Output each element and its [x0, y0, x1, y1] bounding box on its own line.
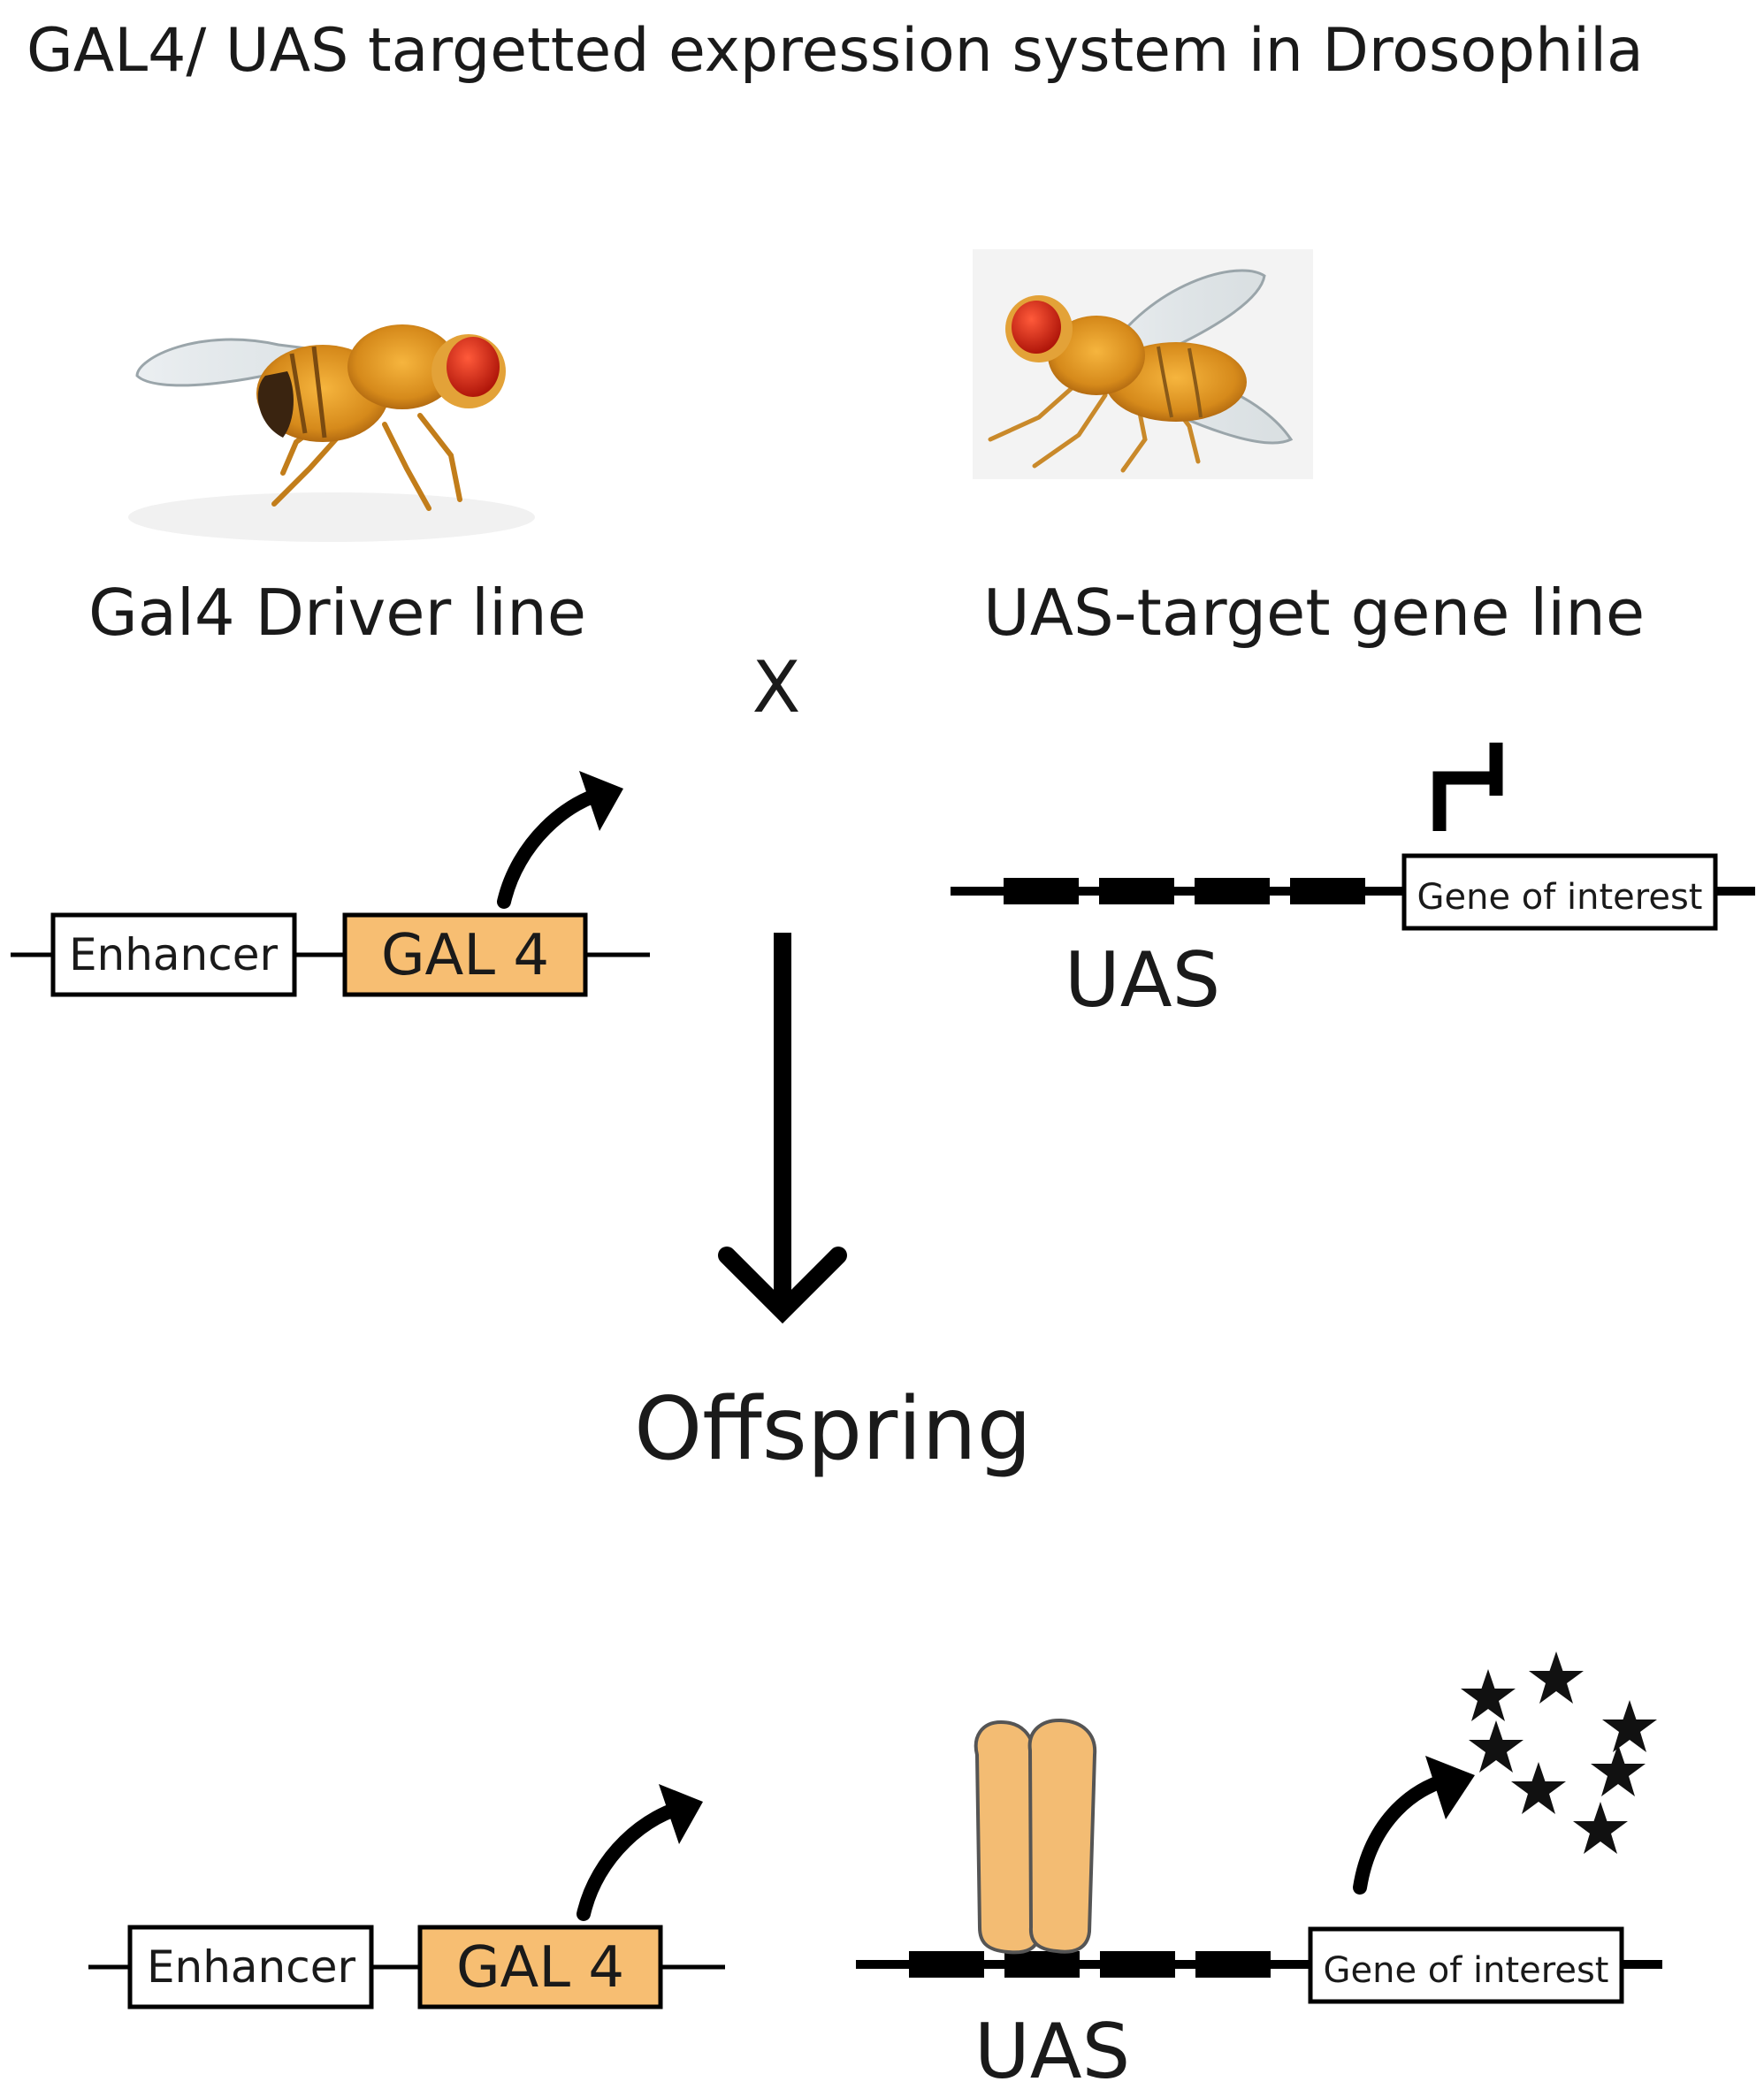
gal4-protein-dimer-icon	[974, 1718, 1097, 1955]
offspring-driver-construct: Enhancer GAL 4	[88, 1784, 725, 2009]
offspring-gal4-box	[417, 1925, 663, 2009]
gene-box	[1401, 853, 1718, 931]
star-icon	[1469, 1720, 1523, 1773]
offspring-enhancer-label: Enhancer	[147, 1941, 356, 1993]
star-icon	[1573, 1802, 1628, 1854]
driver-construct: Enhancer GAL 4	[11, 771, 650, 997]
offspring-gene-box	[1308, 1926, 1624, 2004]
star-icon	[1591, 1744, 1646, 1796]
cross-symbol: X	[752, 646, 801, 728]
expression-products	[1461, 1651, 1657, 1854]
offspring-gal4-label: GAL 4	[456, 1935, 624, 2001]
enhancer-box	[50, 912, 297, 997]
promoter-icon	[1432, 771, 1496, 831]
offspring-uas-label: UAS	[974, 2008, 1130, 2096]
offspring-gene-label: Gene of interest	[1323, 1950, 1608, 1991]
uas-construct: Gene of interest UAS	[951, 743, 1755, 1025]
driver-fly-image	[128, 324, 535, 542]
star-icon	[1461, 1669, 1516, 1721]
gal4-box	[342, 912, 588, 997]
cross-result-arrow-icon	[718, 933, 847, 1324]
driver-line-label: Gal4 Driver line	[88, 576, 586, 650]
enhancer-label: Enhancer	[69, 929, 279, 980]
star-icon	[1602, 1700, 1657, 1752]
star-icon	[1511, 1762, 1566, 1814]
target-line-label: UAS-target gene line	[983, 576, 1645, 650]
star-icon	[1529, 1651, 1584, 1704]
offspring-enhancer-box	[127, 1925, 374, 2009]
gal4-label: GAL 4	[381, 923, 549, 988]
target-fly-image	[973, 249, 1313, 479]
gene-label: Gene of interest	[1417, 877, 1702, 918]
uas-label: UAS	[1065, 936, 1220, 1025]
offspring-uas-construct: Gene of interest UAS	[856, 1718, 1662, 2096]
offspring-label: Offspring	[634, 1379, 1032, 1480]
page-title: GAL4/ UAS targetted expression system in…	[27, 16, 1644, 86]
